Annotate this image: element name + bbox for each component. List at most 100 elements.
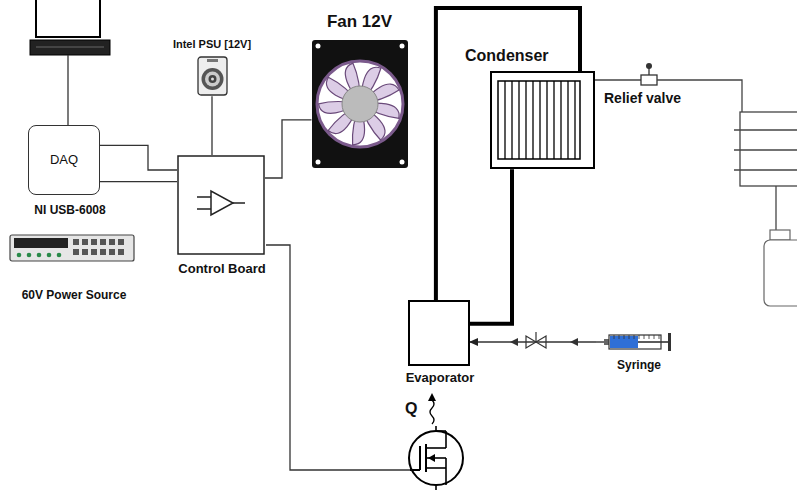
mosfet-symbol — [426, 447, 446, 449]
syringe-shape — [639, 335, 640, 339]
condenser-shape — [511, 81, 512, 159]
syringe-shape — [624, 335, 625, 339]
node-title: Condenser — [465, 46, 609, 65]
condenser-shape — [490, 71, 595, 169]
valve-label: Relief valve — [604, 90, 681, 106]
fan-shape — [315, 160, 320, 165]
power-source-shape — [9, 234, 135, 262]
syringe-shape — [596, 330, 672, 354]
control-board-shape — [177, 155, 265, 255]
syringe-shape — [649, 335, 650, 339]
node-title: Evaporator — [392, 370, 488, 386]
condenser-shape — [539, 81, 540, 159]
condenser-shape — [525, 81, 526, 159]
condenser-shape — [518, 81, 519, 159]
power-supply-shape — [207, 59, 218, 62]
power-supply-shape — [201, 68, 223, 90]
power-source-shape — [37, 253, 42, 258]
relief-valve-line — [646, 63, 652, 69]
daq-box-shape: DAQ — [28, 125, 100, 195]
mosfet-symbol — [426, 467, 446, 469]
power-source-shape — [17, 253, 22, 258]
fan-shape — [317, 61, 403, 147]
power-source-shape — [118, 249, 124, 255]
fan-shape — [399, 160, 404, 165]
power-source-shape — [100, 239, 106, 245]
power-source-shape — [109, 249, 115, 255]
power-source-shape — [9, 234, 135, 262]
node-title: DAQ — [50, 152, 78, 168]
collection-bottle — [770, 230, 790, 240]
syringe-shape — [659, 335, 660, 339]
heat-arrow — [428, 393, 436, 401]
computer-icon — [67, 55, 68, 125]
power-source-shape — [100, 249, 106, 255]
power-source-shape — [73, 239, 79, 245]
syringe-shape — [614, 335, 615, 339]
wire-line — [100, 145, 177, 170]
control-board-shape — [197, 197, 245, 209]
syringe-shape — [596, 330, 672, 354]
fan-shape — [315, 44, 320, 49]
power-supply-shape — [205, 72, 220, 87]
coil-condenser — [775, 186, 776, 234]
power-source-shape — [82, 249, 88, 255]
node-title: Intel PSU [12V] — [155, 38, 269, 51]
mosfet-symbol — [435, 485, 437, 490]
power-source-shape — [27, 253, 32, 258]
syringe-shape — [634, 335, 635, 339]
power-source-shape — [118, 239, 124, 245]
mosfet-symbol — [445, 458, 447, 485]
condenser-shape — [567, 81, 568, 159]
wire-line — [265, 120, 312, 178]
fan-shape — [312, 40, 408, 168]
computer-icon — [36, 47, 104, 48]
control-board-shape — [177, 155, 265, 255]
mosfet-wire — [266, 245, 410, 470]
wire-line — [211, 96, 212, 155]
wire-line — [470, 341, 596, 342]
syringe-shape — [619, 335, 620, 339]
condenser-shape — [491, 72, 594, 168]
heat-arrow — [428, 393, 436, 424]
node-title: Syringe — [596, 358, 682, 372]
power-source: 60V Power Source — [6, 234, 142, 302]
syringe-shape — [604, 339, 609, 345]
mosfet-wire — [266, 245, 410, 470]
relief-valve-line — [648, 68, 649, 75]
mosfet-symbol — [435, 426, 437, 431]
condenser-shape — [532, 81, 533, 159]
power-source-shape — [47, 253, 52, 258]
power-source-shape — [91, 249, 97, 255]
collection-bottle — [764, 230, 797, 306]
mosfet-symbol — [419, 446, 421, 470]
mosfet-symbol — [409, 431, 463, 485]
syringe-shape — [638, 341, 669, 343]
heat-label: Q — [405, 400, 417, 418]
control-board: Control Board — [170, 155, 274, 277]
relief-valve-line — [595, 79, 641, 80]
syringe-shape — [644, 335, 645, 339]
coil-condenser — [734, 169, 797, 170]
power-supply: Intel PSU [12V] — [155, 38, 269, 96]
fan: Fan 12V — [300, 12, 419, 168]
control-board-shape — [178, 156, 264, 254]
condenser-shape — [553, 81, 554, 159]
mosfet-symbol — [428, 454, 435, 462]
coil-condenser — [734, 129, 797, 130]
condenser-shape — [560, 81, 561, 159]
condenser-shape — [546, 81, 547, 159]
power-supply-shape — [211, 78, 214, 81]
mosfet-symbol — [445, 431, 447, 448]
check-valve — [510, 332, 578, 348]
daq-box: DAQNI USB-6008 — [18, 125, 122, 217]
power-supply-shape — [198, 57, 227, 95]
node-title: Fan 12V — [300, 12, 419, 32]
fan-shape — [342, 86, 378, 122]
coil-condenser — [740, 112, 797, 186]
node-title: 60V Power Source — [6, 288, 142, 302]
evaporator-shape — [408, 300, 470, 366]
syringe-shape — [654, 335, 655, 339]
power-supply-shape — [197, 56, 228, 96]
